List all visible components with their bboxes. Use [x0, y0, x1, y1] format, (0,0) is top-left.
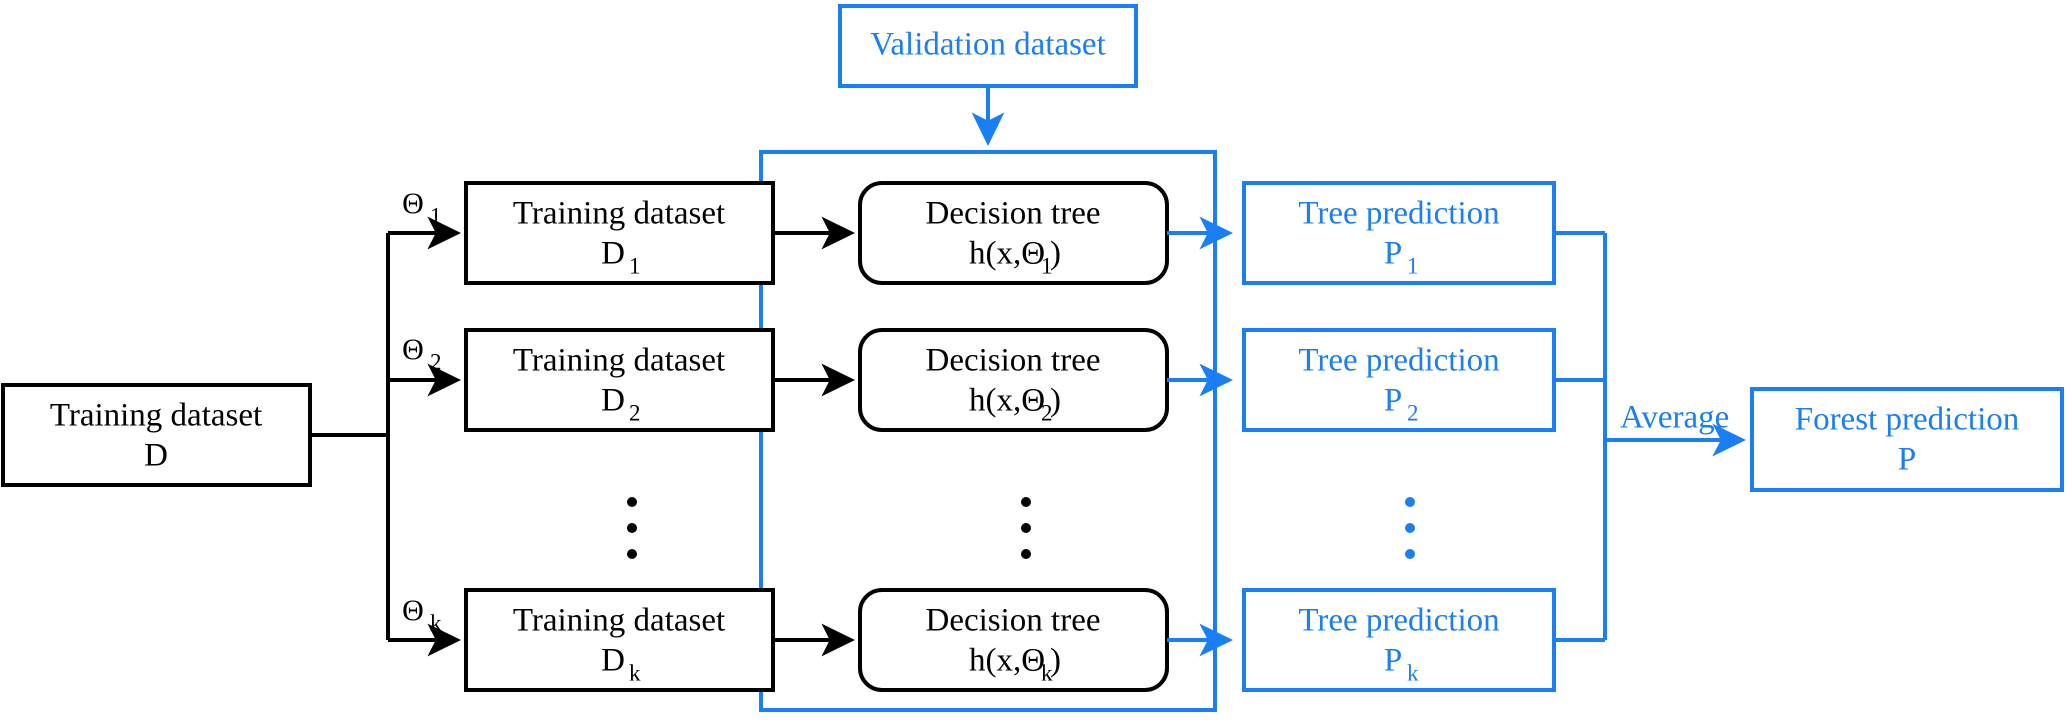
training-dataset-box-row-k[interactable] — [464, 588, 775, 692]
theta-label-row-k: Θ k — [402, 594, 442, 635]
training-dataset-sub-index-row-1: 1 — [629, 253, 641, 278]
tree-prediction-box-row-k[interactable] — [1242, 588, 1556, 692]
training-dataset-box-row-1[interactable] — [464, 181, 775, 285]
tree-prediction-sub-base-row-k: P — [1384, 643, 1402, 679]
tree-prediction-sublabel-row-2: P 2 — [1384, 383, 1419, 426]
tree-prediction-box-row-1[interactable] — [1242, 181, 1556, 285]
decision-tree-formula-sub-row-1: 1 — [1041, 253, 1053, 278]
decision-tree-formula-sub-row-k: k — [1041, 660, 1053, 685]
tree-prediction-sub-index-row-2: 2 — [1407, 400, 1419, 425]
decision-tree-formula-row-1: h(x,Θ 1 ) — [969, 236, 1061, 279]
theta-sub-row-2: 2 — [430, 349, 442, 374]
ellipsis-prediction-column — [1405, 497, 1415, 559]
source-training-dataset-label: Training dataset — [50, 398, 262, 434]
decision-tree-formula-tail-row-k: ) — [1050, 643, 1061, 679]
theta-sub-row-k: k — [430, 610, 442, 635]
forest-prediction-box[interactable] — [1750, 387, 2064, 492]
theta-base-row-1: Θ — [402, 187, 424, 220]
decision-tree-formula-base-row-k: h(x,Θ — [969, 643, 1045, 679]
training-dataset-sublabel-row-1: D 1 — [601, 236, 640, 279]
tree-prediction-sublabel-row-1: P 1 — [1384, 236, 1419, 279]
theta-base-row-k: Θ — [402, 594, 424, 627]
tree-prediction-sub-base-row-2: P — [1384, 383, 1402, 419]
decision-tree-formula-row-k: h(x,Θ k ) — [969, 643, 1061, 686]
forest-prediction-label: Forest prediction — [1795, 402, 2020, 438]
decision-tree-formula-sub-row-2: 2 — [1041, 400, 1053, 425]
tree-prediction-label-row-2: Tree prediction — [1298, 343, 1499, 379]
decision-tree-formula-row-2: h(x,Θ 2 ) — [969, 383, 1061, 426]
tree-prediction-box-row-2[interactable] — [1242, 328, 1556, 432]
training-dataset-box-row-2[interactable] — [464, 328, 775, 432]
validation-dataset-label: Validation dataset — [870, 27, 1106, 63]
ellipsis-training-column — [627, 497, 637, 559]
training-dataset-sub-base-row-2: D — [601, 383, 625, 419]
theta-sub-row-1: 1 — [430, 203, 442, 228]
forest-prediction-sublabel: P — [1898, 442, 1916, 478]
theta-label-row-2: Θ 2 — [402, 333, 441, 374]
tree-prediction-sub-index-row-1: 1 — [1407, 253, 1419, 278]
decision-tree-label-row-2: Decision tree — [925, 343, 1100, 379]
theta-label-row-1: Θ 1 — [402, 187, 441, 228]
tree-prediction-label-row-1: Tree prediction — [1298, 196, 1499, 232]
training-dataset-label-row-2: Training dataset — [513, 343, 725, 379]
average-label: Average — [1620, 400, 1729, 436]
training-dataset-label-row-k: Training dataset — [513, 603, 725, 639]
training-dataset-sub-base-row-1: D — [601, 236, 625, 272]
training-dataset-label-row-1: Training dataset — [513, 196, 725, 232]
training-dataset-sublabel-row-k: D k — [601, 643, 641, 686]
tree-prediction-sub-index-row-k: k — [1407, 660, 1419, 685]
decision-tree-formula-tail-row-2: ) — [1050, 383, 1061, 419]
decision-tree-formula-tail-row-1: ) — [1050, 236, 1061, 272]
training-dataset-sub-index-row-k: k — [629, 660, 641, 685]
tree-prediction-sublabel-row-k: P k — [1384, 643, 1419, 686]
ellipsis-tree-column — [1021, 497, 1031, 559]
decision-tree-label-row-1: Decision tree — [925, 196, 1100, 232]
tree-prediction-sub-base-row-1: P — [1384, 236, 1402, 272]
source-training-dataset-sublabel: D — [144, 438, 168, 474]
theta-base-row-2: Θ — [402, 333, 424, 366]
decision-tree-formula-base-row-2: h(x,Θ — [969, 383, 1045, 419]
tree-prediction-label-row-k: Tree prediction — [1298, 603, 1499, 639]
training-dataset-sub-base-row-k: D — [601, 643, 625, 679]
decision-tree-label-row-k: Decision tree — [925, 603, 1100, 639]
training-dataset-sublabel-row-2: D 2 — [601, 383, 640, 426]
decision-tree-formula-base-row-1: h(x,Θ — [969, 236, 1045, 272]
training-dataset-sub-index-row-2: 2 — [629, 400, 641, 425]
